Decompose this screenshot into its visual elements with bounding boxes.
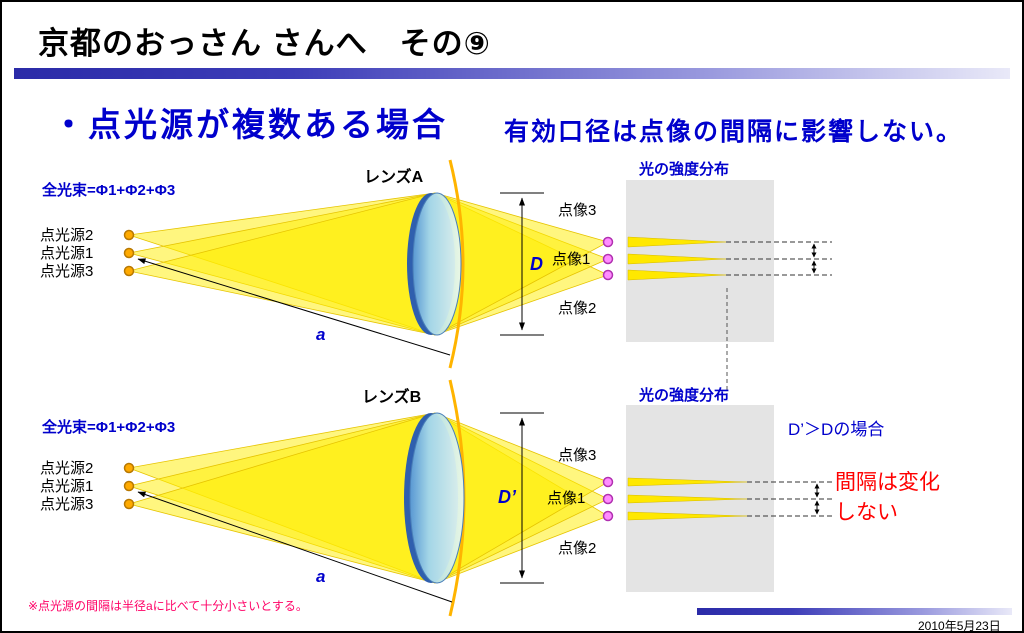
title-divider-bar [14,68,1010,79]
flux-label: 全光束=Φ1+Φ2+Φ3 [41,181,175,199]
top-diagram: D a 点光源2 点光源1 点光源3 点像3 点像1 点像2 [40,159,832,369]
section-subheading: 有効口径は点像の間隔に影響しない。 [504,118,964,146]
spacing-guide-lines [747,481,834,517]
intensity-profiles [627,477,748,521]
point-source-dot [123,462,135,474]
bottom-diagram: D’ a 点光源2 点光源1 点光源3 点像3 点像1 点像2 [40,379,884,617]
intensity-profiles [627,236,727,281]
point-image-label: 点像3 [558,447,596,464]
point-source-dot [123,229,135,241]
point-sources: 点光源2 点光源1 点光源3 [40,227,135,280]
aperture-dimension [500,412,544,584]
point-image-dot [602,510,614,522]
distance-arrow [137,491,453,603]
intensity-title: 光の強度分布 [638,386,729,404]
point-images: 点像3 点像1 点像2 [552,202,614,317]
point-source-label: 点光源1 [40,478,93,495]
lens-label: レンズA [364,167,424,186]
point-image-dot [602,253,614,265]
point-source-label: 点光源3 [40,263,93,280]
point-source-dot [123,247,135,259]
footnote: ※点光源の間隔は半径aに比べて十分小さいとする。 [28,599,308,613]
spacing-note: 間隔は変化しない [835,471,940,525]
lens-body [409,412,465,584]
point-image-label: 点像1 [547,490,585,507]
lens-b [404,412,465,584]
aperture-label: D [530,254,543,274]
slide-title: 京都のおっさん さんへ その⑨ [38,26,491,61]
point-images: 点像3 点像1 点像2 [547,447,614,557]
point-source-label: 点光源2 [40,227,93,244]
point-source-dot [123,498,135,510]
point-source-dot [123,265,135,277]
intensity-spike [627,253,727,265]
distance-label: a [316,325,325,344]
light-beam [127,412,609,584]
intensity-spike [627,511,748,521]
slide-date: 2010年5月23日 [918,619,1001,633]
point-source-dot [123,480,135,492]
point-source-label: 点光源3 [40,496,93,513]
intensity-spike [627,477,748,487]
point-image-label: 点像2 [558,300,596,317]
point-source-label: 点光源1 [40,245,93,262]
light-beams [127,412,609,584]
light-beams [128,192,610,336]
point-image-label: 点像2 [558,540,596,557]
lens-plane-arc [448,159,465,369]
flux-label: 全光束=Φ1+Φ2+Φ3 [41,418,175,436]
point-image-label: 点像3 [558,202,596,219]
point-image-label: 点像1 [552,251,590,268]
aperture-label: D’ [498,487,517,507]
spacing-guide-lines [726,241,832,276]
distance-label: a [316,567,325,586]
point-image-dot [602,493,614,505]
point-source-label: 点光源2 [40,460,93,477]
lens-label: レンズB [362,387,421,406]
point-sources: 点光源2 点光源1 点光源3 [40,460,135,513]
aperture-dimension [500,192,544,336]
distance-arrow [137,258,451,356]
case-label: D’＞Dの場合 [788,420,884,439]
intensity-spike [627,236,727,248]
point-image-dot [602,269,614,281]
section-heading: ・点光源が複数ある場合 [52,106,448,143]
point-image-dot [602,236,614,248]
intensity-title: 光の強度分布 [638,160,729,178]
intensity-spike [627,494,748,504]
point-image-dot [602,476,614,488]
footer-divider-bar [697,608,1012,615]
intensity-spike [627,269,727,281]
lens-body [412,192,462,336]
lens-a [407,192,462,336]
